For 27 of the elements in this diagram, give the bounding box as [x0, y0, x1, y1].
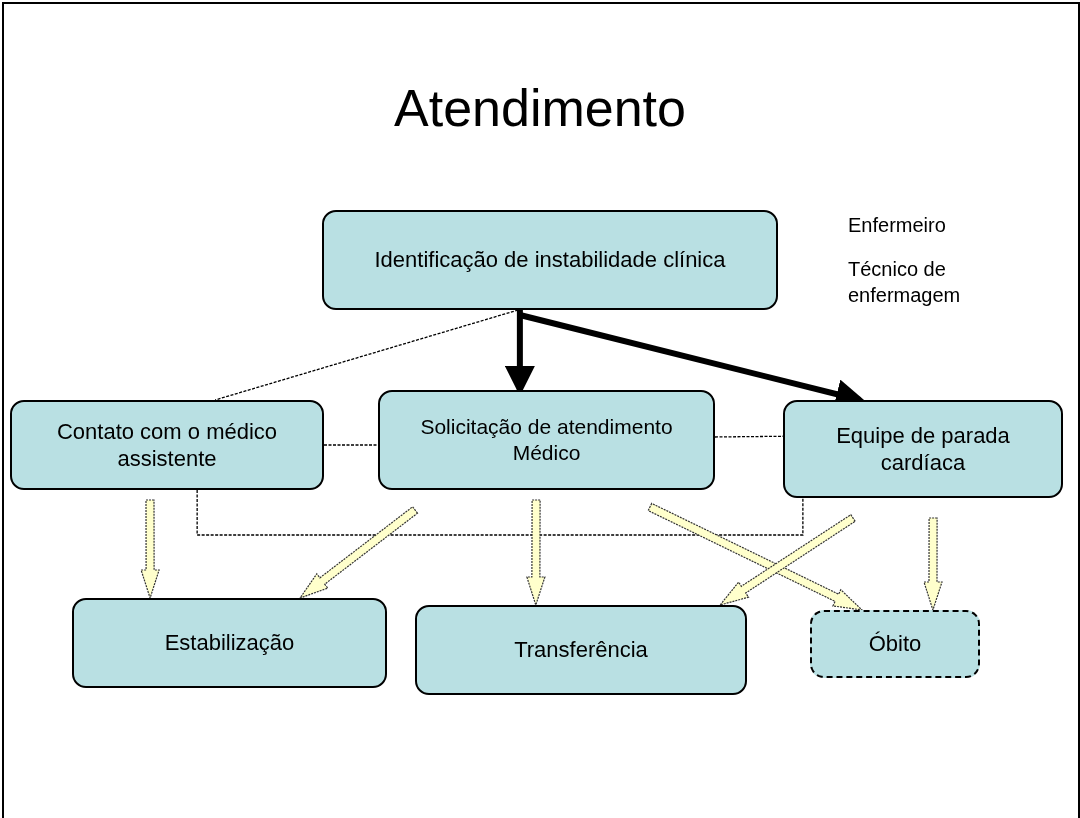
block-arrow [140, 499, 160, 600]
process-box [415, 605, 747, 695]
role-label: Enfermeiro [848, 213, 946, 238]
process-box [378, 390, 715, 490]
process-box [10, 400, 324, 490]
title: Atendimento [393, 78, 687, 138]
box-text: Contato com o médico assistente [55, 417, 279, 473]
block-arrow [526, 499, 546, 607]
process-box [783, 400, 1063, 498]
process-box [72, 598, 387, 688]
box-text: Solicitação de atendimento Médico [419, 413, 674, 466]
dashed-connector [714, 435, 784, 438]
box-text: Estabilização [164, 629, 295, 657]
block-arrow [923, 517, 943, 612]
dashed-connector [214, 309, 519, 401]
dashed-connector [196, 489, 804, 536]
block-arrow [718, 513, 857, 607]
process-box [322, 210, 778, 310]
dashed-connector [323, 444, 379, 446]
box-text: Identificação de instabilidade clínica [374, 246, 726, 274]
box-text: Óbito [868, 630, 922, 658]
block-arrow [298, 505, 419, 600]
role-label: Técnico de enfermagem [848, 257, 962, 308]
process-box [810, 610, 980, 678]
box-text: Equipe de parada cardíaca [835, 421, 1011, 477]
block-arrow [647, 502, 864, 611]
box-text: Transferência [514, 636, 648, 664]
